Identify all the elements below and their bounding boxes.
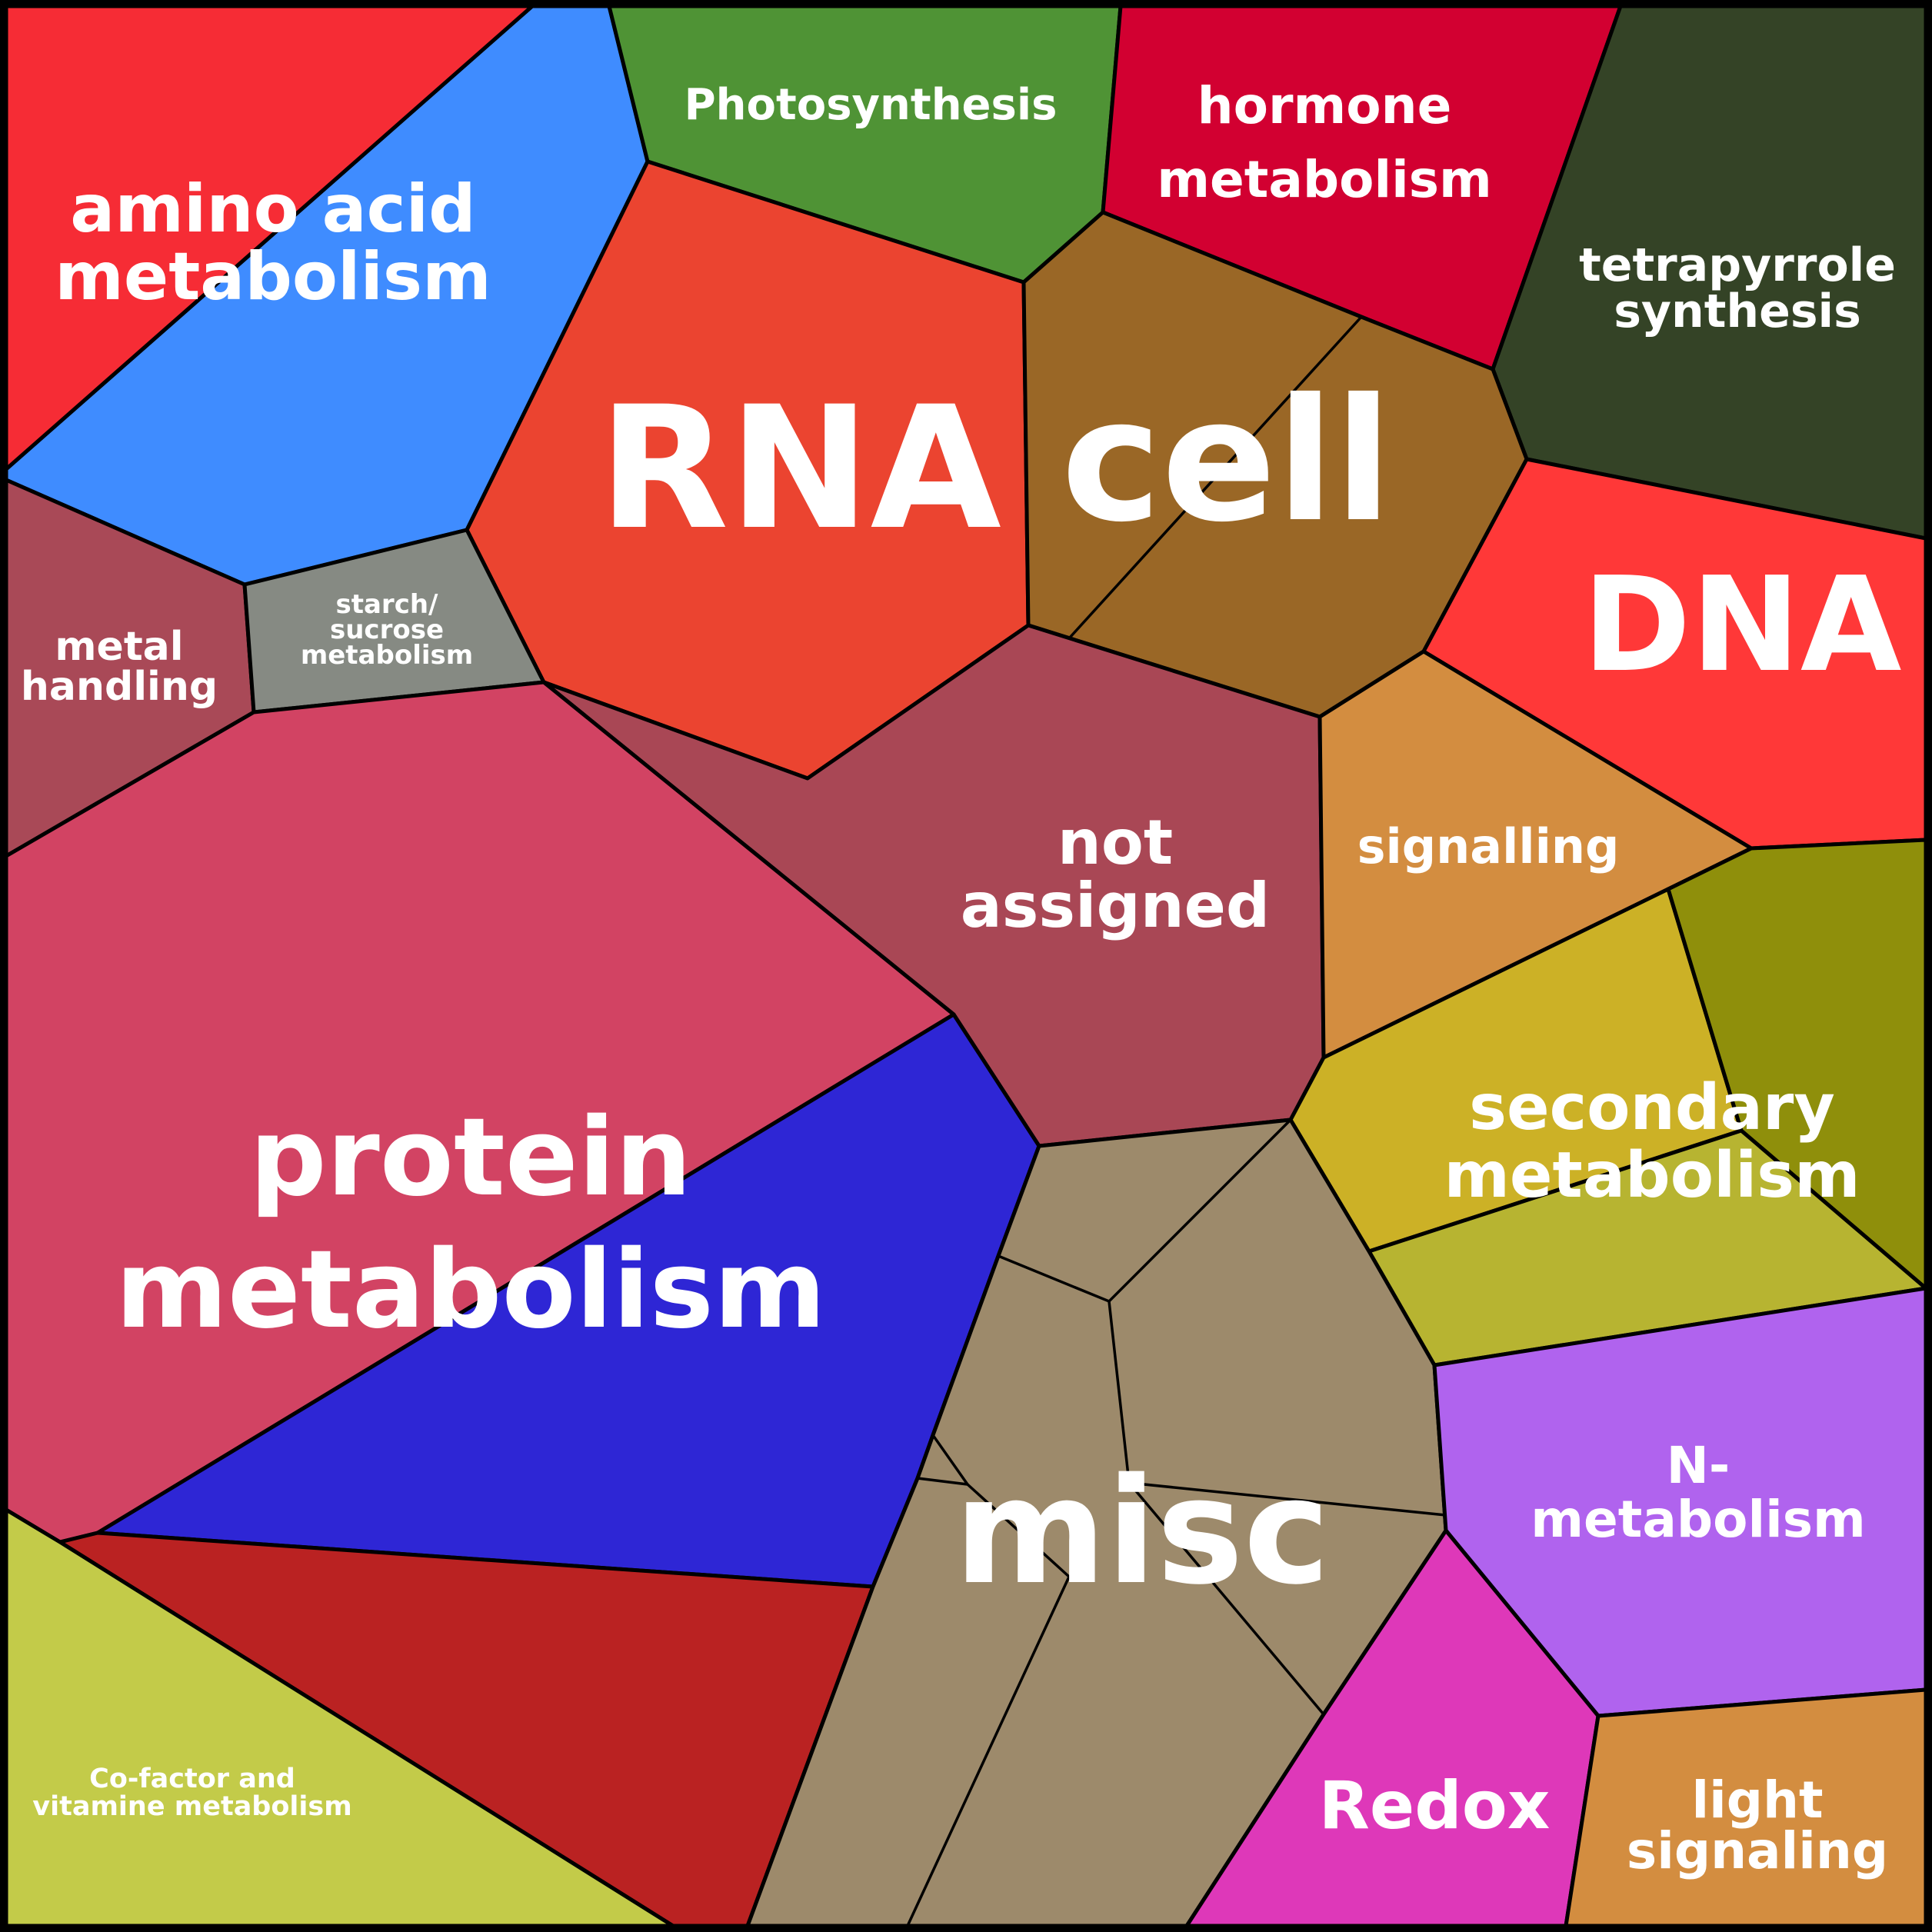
label-signalling-line-1: signalling (1357, 818, 1620, 874)
subdivision-lines (906, 315, 1447, 1927)
label-secondary-metabolism-line-1: secondary (1469, 1071, 1835, 1144)
label-light-signaling-line-1: light (1691, 1770, 1823, 1830)
label-signalling: signalling (1357, 818, 1620, 874)
label-tetrapyrrole-synthesis-line-2: synthesis (1614, 285, 1861, 338)
label-rna-line-1: RNA (598, 370, 1001, 567)
label-dna-line-1: DNA (1583, 549, 1902, 701)
label-not-assigned-line-2: assigned (961, 870, 1270, 941)
label-cell: cell (1061, 362, 1392, 559)
label-protein-metabolism-line-2: metabolism (115, 1227, 826, 1353)
label-protein-metabolism-line-1: protein (250, 1095, 692, 1221)
label-not-assigned-line-1: not (1058, 807, 1173, 878)
label-n-metabolism: N-metabolism (1531, 1436, 1866, 1549)
label-light-signaling-line-2: signaling (1627, 1821, 1888, 1880)
cell-divider-line (1068, 315, 1363, 640)
label-photosynthesis: Photosynthesis (685, 80, 1058, 130)
label-hormone-metabolism-line-1: hormone (1198, 76, 1452, 135)
label-n-metabolism-line-1: N- (1667, 1436, 1730, 1495)
label-starch-sucrose-metabolism-line-2: sucrose (330, 615, 444, 645)
label-secondary-metabolism-line-2: metabolism (1444, 1139, 1860, 1212)
label-rna: RNA (598, 370, 1001, 567)
label-dna: DNA (1583, 549, 1902, 701)
label-misc: misc (954, 1447, 1331, 1617)
misc-divider-5 (906, 1483, 1071, 1927)
label-cofactor-vitamine-metabolism-line-2: vitamine metabolism (32, 1791, 351, 1822)
label-metal-handling-line-2: handling (21, 664, 218, 710)
label-hormone-metabolism-line-2: metabolism (1157, 150, 1492, 209)
label-starch-sucrose-metabolism-line-3: metabolism (301, 640, 473, 671)
label-redox: Redox (1319, 1767, 1551, 1844)
misc-divider-3 (1128, 1481, 1325, 1716)
label-tetrapyrrole-synthesis-line-1: tetrapyrrole (1579, 238, 1896, 292)
label-metal-handling-line-1: metal (55, 624, 183, 670)
label-n-metabolism-line-2: metabolism (1531, 1490, 1866, 1549)
label-cofactor-vitamine-metabolism-line-1: Co-factor and (89, 1764, 295, 1794)
label-photosynthesis-line-1: Photosynthesis (685, 80, 1058, 130)
label-starch-sucrose-metabolism-line-1: starch/ (336, 589, 439, 620)
label-misc-line-1: misc (954, 1447, 1331, 1617)
label-redox-line-1: Redox (1319, 1767, 1551, 1844)
label-amino-acid-metabolism-line-2: metabolism (55, 238, 491, 315)
cells-layer (4, 4, 1928, 1928)
label-amino-acid-metabolism-line-1: amino acid (70, 171, 475, 248)
label-hormone-metabolism: hormone metabolism (1157, 76, 1492, 209)
label-cell-line-1: cell (1061, 362, 1392, 559)
